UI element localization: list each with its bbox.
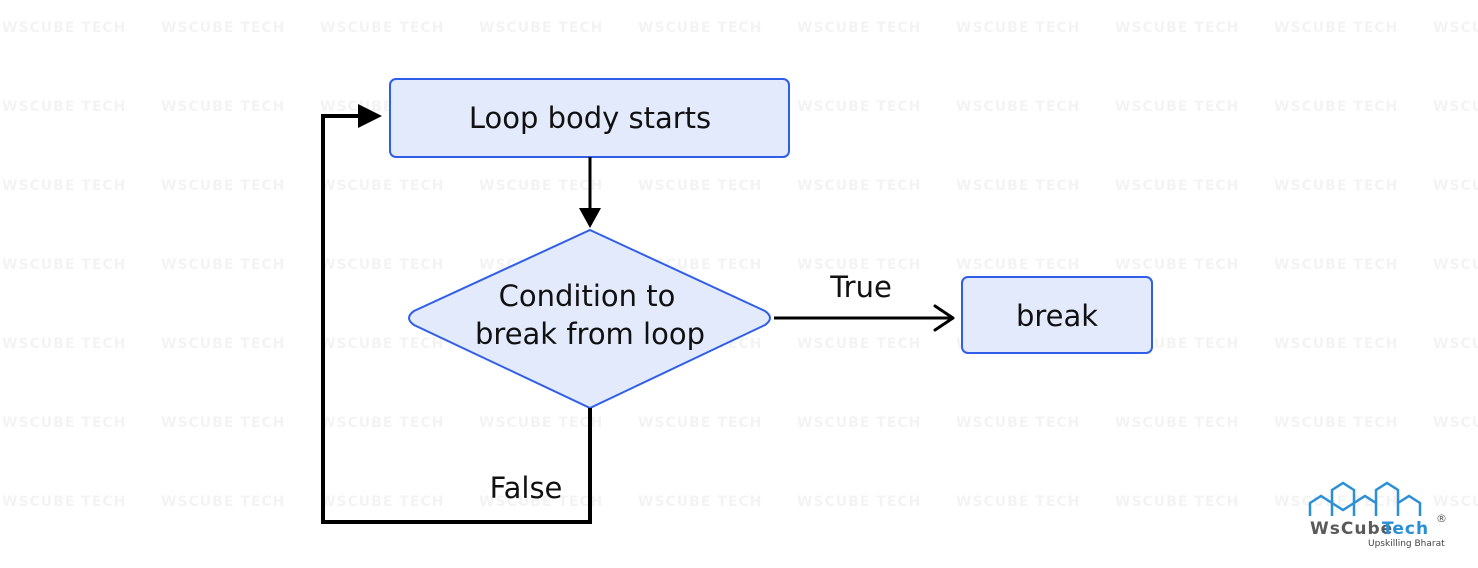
hexagon-logo-icon <box>1308 481 1422 516</box>
arrowhead-icon <box>933 304 955 332</box>
edge-false <box>321 114 592 524</box>
watermark-text: WSCUBE TECH <box>797 20 921 36</box>
edge-true-label: True <box>829 270 892 304</box>
watermark-text: WSCUBE TECH <box>1115 178 1239 194</box>
watermark-text: WSCUBE TECH <box>797 336 921 352</box>
node-break <box>961 276 1153 354</box>
watermark-text: WSCUBE TECH <box>1115 99 1239 115</box>
watermark-text: WSCUBE TECH <box>1115 494 1239 510</box>
watermark-text: WSCUBE TECH <box>2 178 126 194</box>
watermark-text: WSCUBE TECH <box>797 415 921 431</box>
watermark-text: WSCUBE TECH <box>2 336 126 352</box>
wscube-tech-logo: WsCube Tech ® Upskilling Bharat <box>1308 481 1447 549</box>
logo-brand-left: WsCube <box>1310 519 1393 539</box>
watermark-text: WSCUBE TECH <box>479 178 603 194</box>
watermark-text: WSCUBE TECH <box>2 494 126 510</box>
watermark-text: WSCUBE TECH <box>1274 20 1398 36</box>
watermark-text: WSCUBE TECH <box>956 257 1080 273</box>
watermark-text: WSCUBE TECH <box>1274 257 1398 273</box>
watermark-text: WSCUBE TECH <box>1274 178 1398 194</box>
watermark-text: WSCUBE TECH <box>479 20 603 36</box>
edge-false-label: False <box>490 471 563 505</box>
watermark-text: WSCUBE TECH <box>1274 415 1398 431</box>
watermark-text: WSCUBE TECH <box>1115 257 1239 273</box>
watermark-text: WSCUBE TECH <box>1433 99 1478 115</box>
watermark-text: WSCUBE TECH <box>1274 494 1398 510</box>
watermark-text: WSCUBE TECH <box>320 415 444 431</box>
watermark-text: WSCUBE TECH <box>161 336 285 352</box>
watermark-text: WSCUBE TECH <box>2 415 126 431</box>
watermark-text: WSCUBE TECH <box>161 99 285 115</box>
watermark-text: WSCUBE TECH <box>320 257 444 273</box>
node-condition-label-line2: break from loop <box>475 317 705 351</box>
watermark-text: WSCUBE TECH <box>638 20 762 36</box>
watermark-text: WSCUBE TECH <box>1433 178 1478 194</box>
arrowhead-icon <box>358 104 382 128</box>
watermark-text: WSCUBE TECH <box>320 20 444 36</box>
watermark-text: WSCUBE TECH <box>161 20 285 36</box>
watermark-text: WSCUBE TECH <box>638 415 762 431</box>
watermark-text: WSCUBE TECH <box>797 178 921 194</box>
node-loop-body-starts-label: Loop body starts <box>469 101 711 135</box>
node-break-label: break <box>1016 299 1098 333</box>
watermark-text: WSCUBE TECH <box>1433 415 1478 431</box>
logo-registered: ® <box>1436 512 1447 525</box>
watermark-text: WSCUBE TECH <box>638 178 762 194</box>
watermark-text: WSCUBE TECH <box>797 257 921 273</box>
watermark-text: WSCUBE TECH <box>1433 494 1478 510</box>
watermark-text: WSCUBE TECH <box>320 494 444 510</box>
watermark-text: WSCUBE TECH <box>956 99 1080 115</box>
watermark-text: WSCUBE TECH <box>161 415 285 431</box>
watermark-text: WSCUBE TECH <box>1274 336 1398 352</box>
watermark-text: WSCUBE TECH <box>797 494 921 510</box>
watermark-text: WSCUBE TECH <box>320 178 444 194</box>
watermark-text: WSCUBE TECH <box>1274 99 1398 115</box>
watermark-text: WSCUBE TECH <box>956 415 1080 431</box>
watermark-text: WSCUBE TECH <box>161 494 285 510</box>
logo-tagline: Upskilling Bharat <box>1368 539 1445 549</box>
watermark-text: WSCUBE TECH <box>479 494 603 510</box>
watermark-text: WSCUBE TECH <box>320 336 444 352</box>
watermark-text: WSCUBE TECH <box>1433 257 1478 273</box>
watermark-text: WSCUBE TECH <box>956 178 1080 194</box>
watermark-text: WSCUBE TECH <box>797 99 921 115</box>
watermark-text: WSCUBE TECH <box>638 494 762 510</box>
arrowhead-icon <box>579 208 601 228</box>
watermark-text: WSCUBE TECH <box>1433 20 1478 36</box>
watermark-text: WSCUBE TECH <box>956 494 1080 510</box>
node-condition-label-line1: Condition to <box>499 279 676 313</box>
watermark-text: WSCUBE TECH <box>956 20 1080 36</box>
watermark-text: WSCUBE TECH <box>161 257 285 273</box>
watermark-text: WSCUBE TECH <box>2 257 126 273</box>
watermark-text: WSCUBE TECH <box>1115 20 1239 36</box>
watermark-text: WSCUBE TECH <box>161 178 285 194</box>
watermark-text: WSCUBE TECH <box>1115 415 1239 431</box>
logo-brand-right: Tech <box>1382 519 1429 539</box>
watermark-text: WSCUBE TECH <box>1433 336 1478 352</box>
watermark-text: WSCUBE TECH <box>479 415 603 431</box>
watermark-text: WSCUBE TECH <box>2 99 126 115</box>
watermark-text: WSCUBE TECH <box>2 20 126 36</box>
